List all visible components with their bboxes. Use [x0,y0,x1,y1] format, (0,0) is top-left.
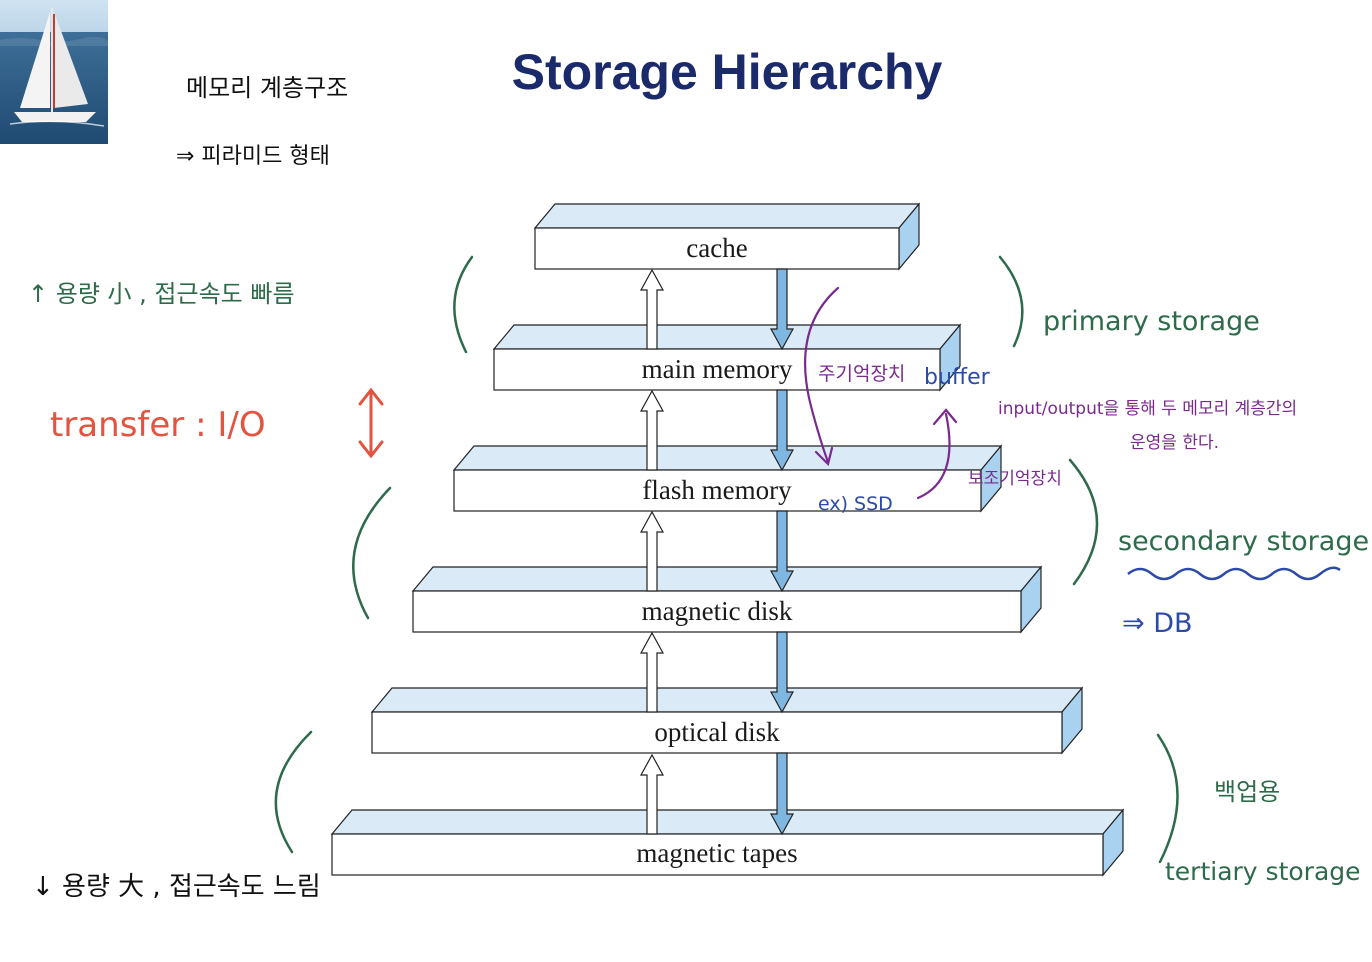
left-brackets [274,255,474,854]
down-arrow [769,631,795,714]
storage-pyramid: cache main memory flash memory magnetic … [330,202,1125,877]
up-arrow [639,753,665,835]
tier-label: main memory [642,354,793,384]
note-memory-hierarchy: 메모리 계층구조 [186,74,348,102]
right-brackets [998,255,1179,864]
tier-label: flash memory [642,475,792,505]
up-arrow [639,510,665,592]
up-arrow [639,268,665,350]
double-arrow-icon [358,387,384,459]
tier-optical-disk: optical disk [370,686,1084,755]
tier-main-memory: main memory [492,323,962,392]
page-title: Storage Hierarchy [512,44,943,100]
transfer-arrows [639,268,795,836]
down-arrow [769,510,795,593]
note-buffer: buffer [924,365,991,390]
note-flash: 보조기억장치 [968,469,1062,489]
note-backup: 백업용 [1214,778,1280,806]
note-input-output-2: 운영을 한다. [1130,433,1219,453]
label-secondary-storage: secondary storage [1118,526,1369,557]
note-main-memory: 주기억장치 [818,363,905,385]
note-bottom-capacity: ↓ 용량 大 , 접근속도 느림 [32,872,321,902]
down-arrow [769,752,795,836]
label-primary-storage: primary storage [1043,306,1260,337]
note-transfer: transfer : I/O [50,405,266,445]
down-arrow [769,268,795,351]
note-top-capacity: ↑ 용량 小 , 접근속도 빠름 [28,280,295,308]
tier-magnetic-disk: magnetic disk [411,565,1043,634]
tier-magnetic-tapes: magnetic tapes [330,808,1125,877]
down-arrow [769,389,795,472]
label-tertiary-storage: tertiary storage [1165,857,1361,886]
purple-curve-arrows [804,286,958,500]
tier-label: cache [686,233,747,263]
sailboat-image [0,0,108,144]
tier-flash-memory: flash memory [452,444,1003,513]
tier-label: optical disk [654,717,780,747]
up-arrow [639,389,665,471]
note-ssd-example: ex) SSD [818,493,893,515]
tier-cache: cache [533,202,921,271]
tier-label: magnetic tapes [636,838,797,868]
up-arrow [639,631,665,713]
tier-label: magnetic disk [642,596,793,626]
note-input-output-1: input/output을 통해 두 메모리 계층간의 [998,399,1297,419]
note-db: ⇒ DB [1122,608,1193,639]
note-pyramid-shape: ⇒ 피라미드 형태 [176,144,330,169]
wavy-underline [1127,566,1341,581]
